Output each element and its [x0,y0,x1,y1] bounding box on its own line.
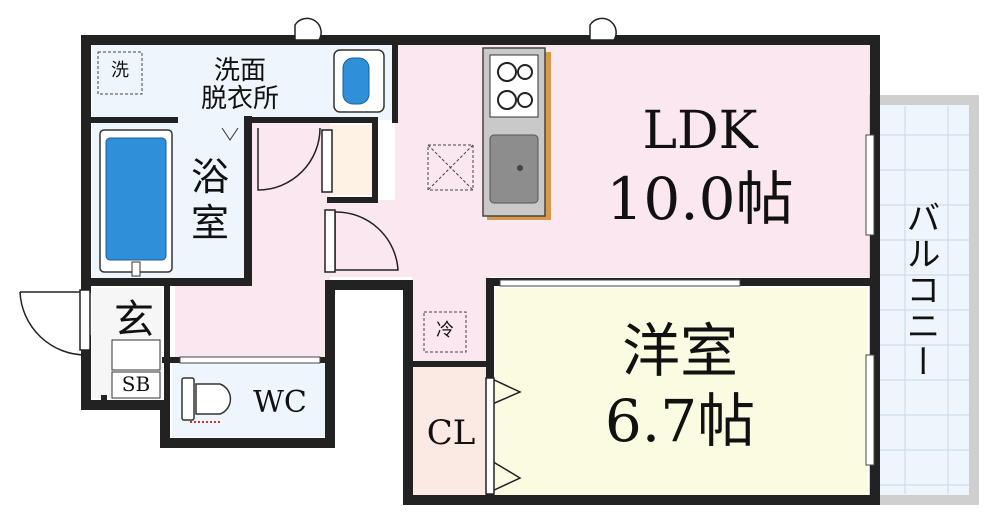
toilet-icon [181,377,232,423]
kitchen-counter [482,47,551,220]
entrance-label: 玄 [114,297,154,343]
washbasin [333,49,385,113]
washer-label: 洗 [111,60,129,81]
closet-label: CL [426,413,476,453]
windows [179,134,875,466]
ldk-area: 10.0帖 [606,165,794,233]
shoebox [111,339,161,399]
doors [19,127,522,495]
shoebox-label: SB [121,372,151,396]
storage-floor [330,125,375,195]
wc-label: WC [253,385,307,420]
fridge-label: 冷 [436,320,454,341]
bath-label-line1: 浴 [190,155,229,199]
ldk-floor [395,45,870,277]
appliance-spaces [97,51,474,353]
western-area: 6.7帖 [604,387,756,455]
balcony-label: バルコニー [900,200,940,380]
entry-markers [294,17,617,41]
washroom-label-line1: 洗面 [213,56,266,86]
washroom-label-line2: 脱衣所 [200,84,279,114]
closet-floor [413,366,490,496]
western-floor [495,288,867,496]
kitchen-passage-floor [412,277,490,362]
bathtub [99,127,239,277]
western-label: 洋室 [621,317,738,385]
ldk-label: LDK [642,101,758,161]
bath-label-line2: 室 [190,201,229,245]
